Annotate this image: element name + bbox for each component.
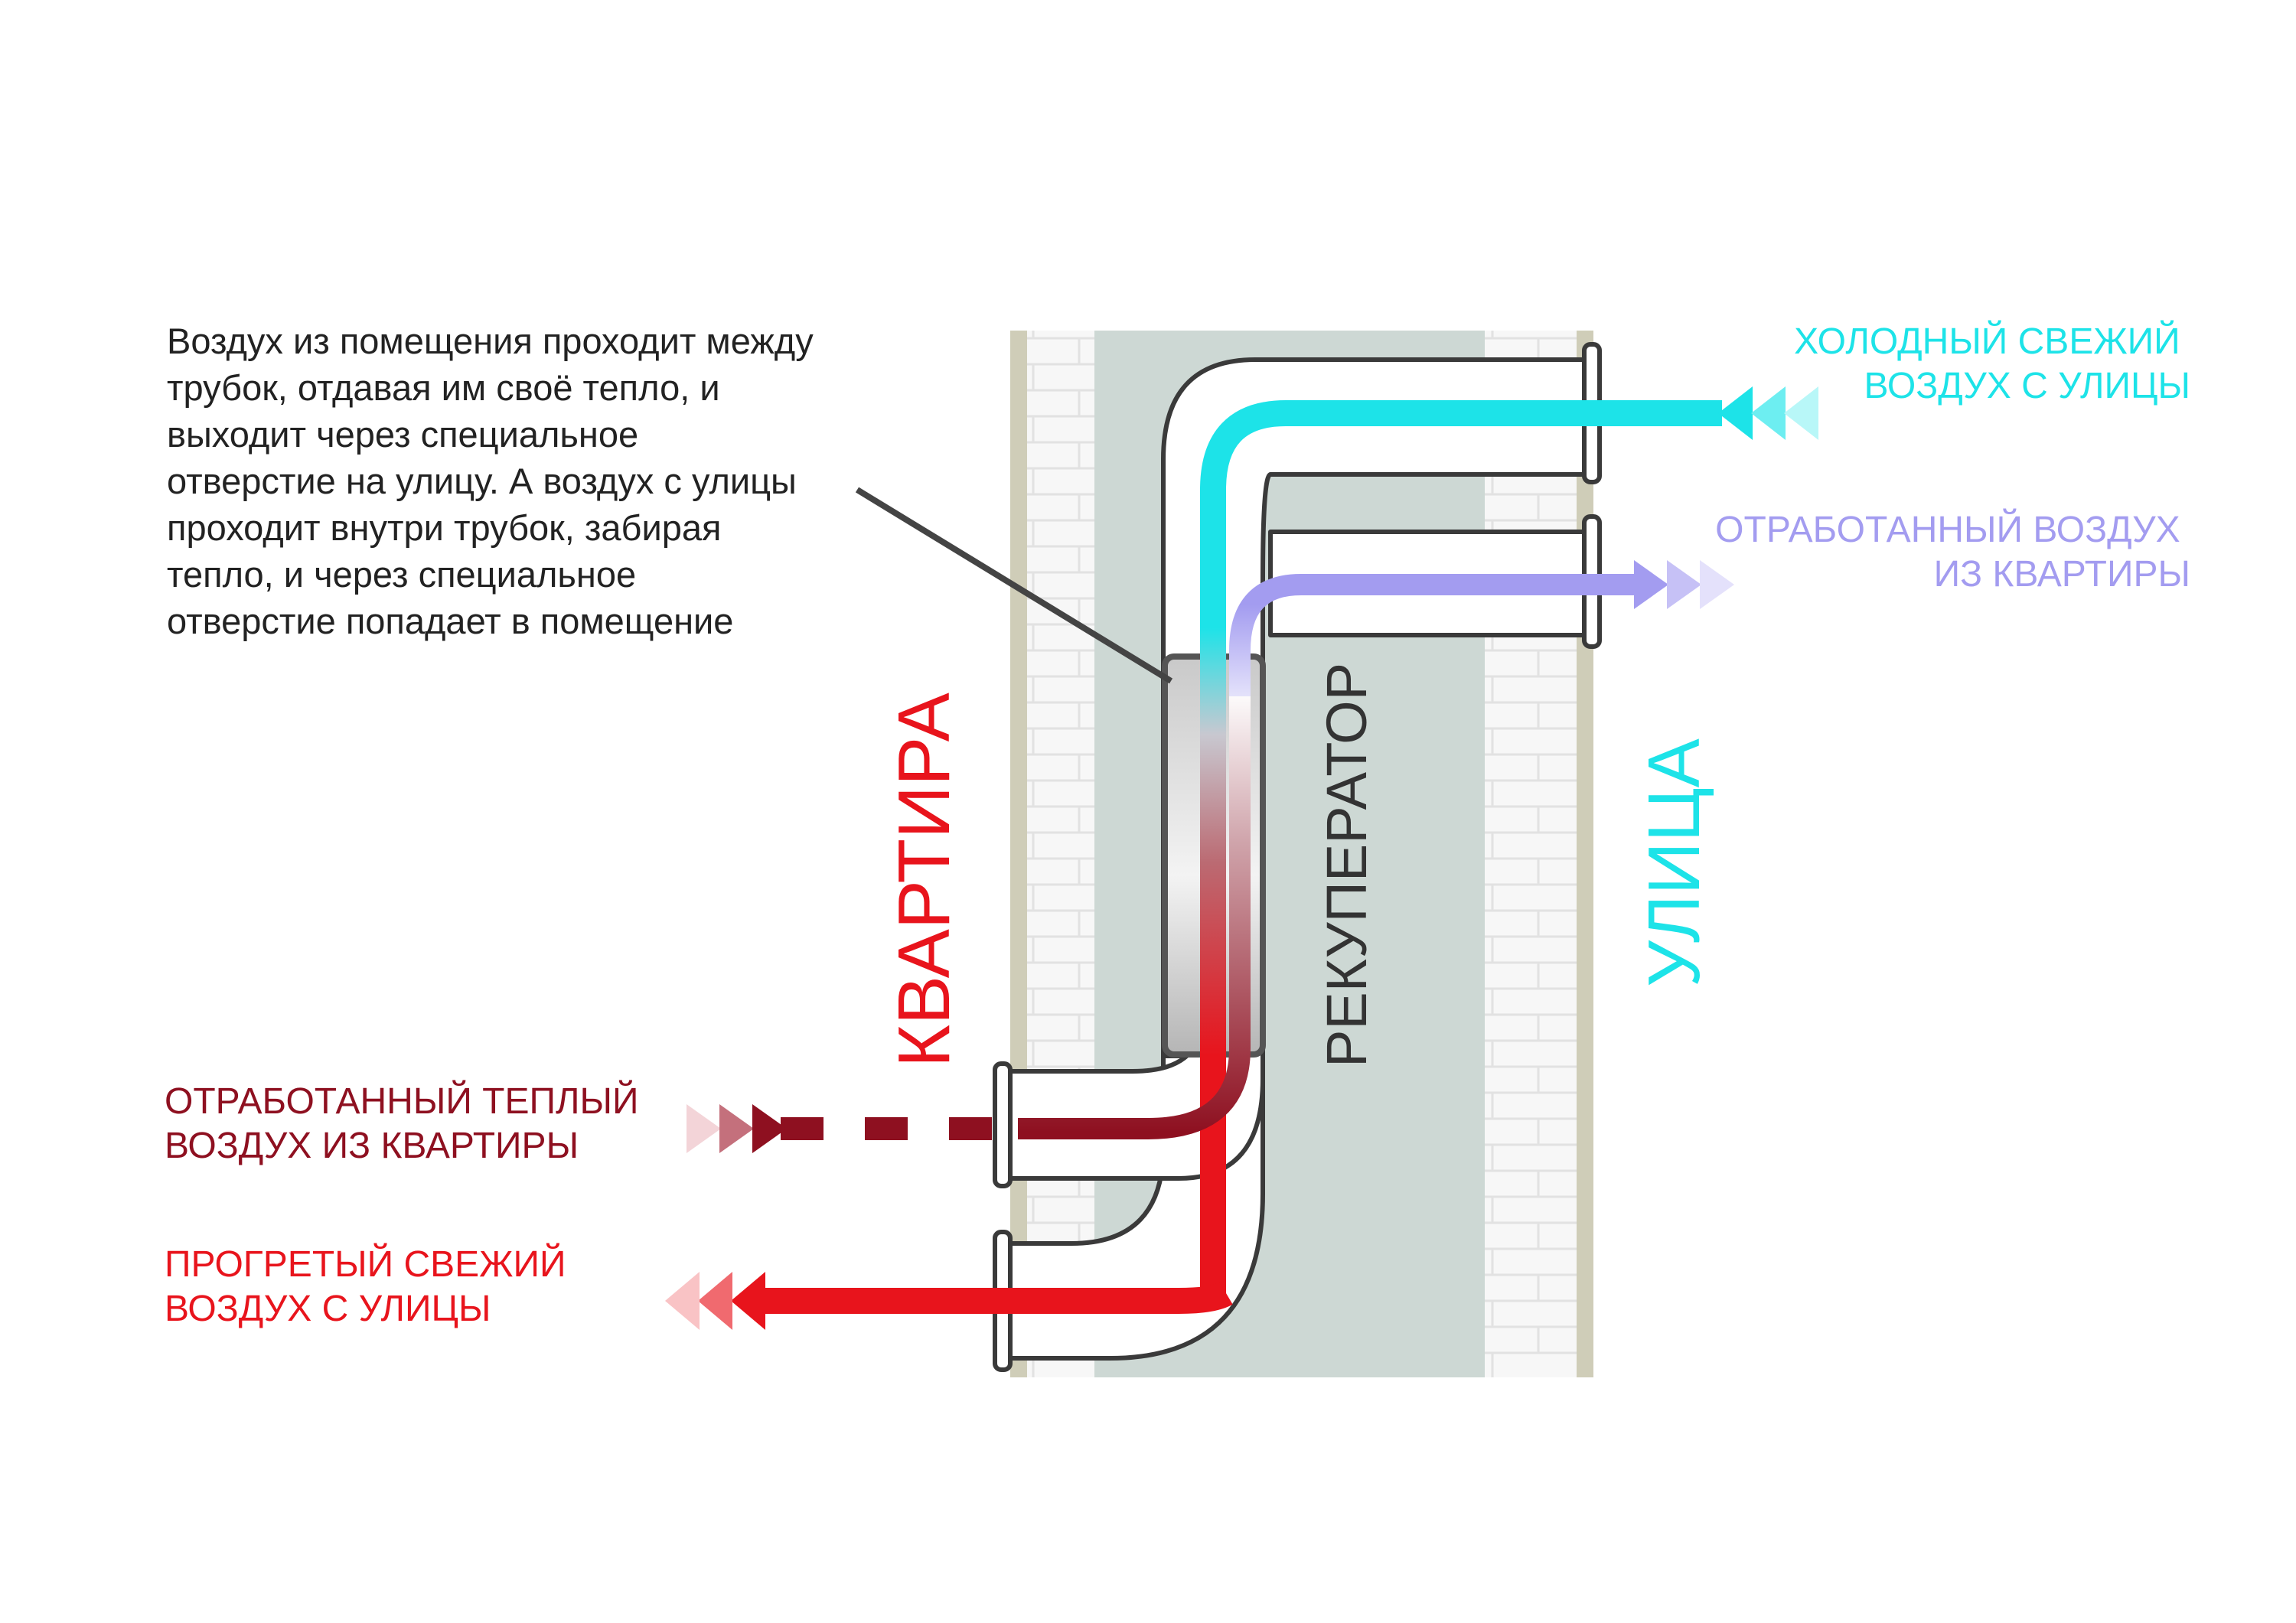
wall-brick-left <box>1018 331 1094 1377</box>
arrow-exhaust-3 <box>1700 560 1734 609</box>
arrow-heated-2 <box>698 1272 732 1330</box>
description-line: отверстие попадает в помещение <box>167 601 733 641</box>
arrow-warm-1 <box>687 1104 721 1153</box>
flow-cold-to-heated <box>1200 400 1577 1301</box>
description-line: Воздух из помещения проходит между <box>167 321 814 361</box>
description-line: отверстие на улицу. А воздух с улицы <box>167 461 797 501</box>
label-line: ВОЗДУХ ИЗ КВАРТИРЫ <box>165 1126 579 1166</box>
arrow-cold-3 <box>1784 386 1818 440</box>
flow-warm-exhaust <box>1018 666 1251 1139</box>
label-warm-exhaust-air: ОТРАБОТАННЫЙ ТЕПЛЫЙ ВОЗДУХ ИЗ КВАРТИРЫ <box>165 1080 649 1166</box>
label-line: ОТРАБОТАННЫЙ ТЕПЛЫЙ <box>165 1080 639 1122</box>
description-line: выходит через специальное <box>167 414 638 455</box>
flow-heated-out <box>964 1281 1233 1314</box>
label-line: ИЗ КВАРТИРЫ <box>1934 554 2190 595</box>
label-line: ВОЗДУХ С УЛИЦЫ <box>1864 366 2190 406</box>
recuperator-label: РЕКУПЕРАТОР <box>1315 663 1378 1067</box>
label-line: ПРОГРЕТЫЙ СВЕЖИЙ <box>165 1243 566 1285</box>
description-line: трубок, отдавая им своё тепло, и <box>167 367 720 408</box>
apartment-label: КВАРТИРА <box>883 693 965 1067</box>
wall-plaster-inner <box>1010 331 1027 1377</box>
description-line: тепло, и через специальное <box>167 554 636 595</box>
label-line: ХОЛОДНЫЙ СВЕЖИЙ <box>1794 320 2180 362</box>
description-leader-line <box>855 487 1173 684</box>
label-cold-fresh-air: ХОЛОДНЫЙ СВЕЖИЙ ВОЗДУХ С УЛИЦЫ <box>1794 320 2190 406</box>
arrow-exhaust-1 <box>1634 560 1668 609</box>
label-line: ВОЗДУХ С УЛИЦЫ <box>165 1289 491 1329</box>
arrow-heated-3 <box>665 1272 700 1330</box>
arrow-cold-1 <box>1718 386 1753 440</box>
flow-exhaust-cool <box>1229 574 1592 696</box>
wall-plaster-outer <box>1577 331 1593 1377</box>
label-exhaust-air-out: ОТРАБОТАННЫЙ ВОЗДУХ ИЗ КВАРТИРЫ <box>1715 508 2190 595</box>
air-flow-lines <box>750 400 1722 1314</box>
arrow-exhaust-2 <box>1667 560 1701 609</box>
label-line: ОТРАБОТАННЫЙ ВОЗДУХ <box>1715 508 2180 550</box>
arrow-heads <box>665 386 1818 1330</box>
description-text: Воздух из помещения проходит между трубо… <box>167 321 823 641</box>
arrow-heated-1 <box>731 1272 765 1330</box>
street-label: УЛИЦА <box>1633 738 1715 987</box>
arrow-cold-2 <box>1751 386 1786 440</box>
wall-section <box>1010 331 1593 1377</box>
description-line: проходит внутри трубок, забирая <box>167 507 721 548</box>
wall-brick-right <box>1485 331 1584 1377</box>
arrow-warm-3 <box>752 1104 787 1153</box>
label-heated-fresh-air: ПРОГРЕТЫЙ СВЕЖИЙ ВОЗДУХ С УЛИЦЫ <box>165 1243 576 1329</box>
arrow-warm-2 <box>719 1104 754 1153</box>
flange-bottom-1 <box>993 1061 1013 1188</box>
